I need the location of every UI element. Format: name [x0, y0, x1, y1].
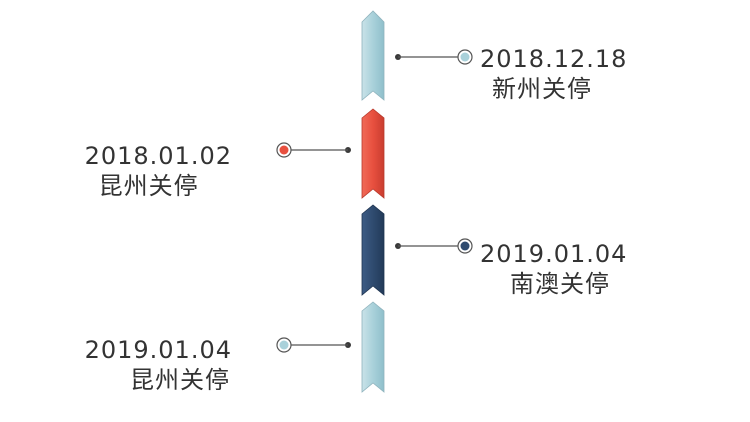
event-label-4: 2019.01.04 昆州关停	[85, 335, 232, 395]
event-date: 2018.01.02	[84, 142, 232, 170]
event-date: 2018.12.18	[480, 45, 628, 73]
connector-4	[276, 337, 351, 353]
connector-1	[395, 49, 473, 65]
event-label-3: 2019.01.04 南澳关停	[480, 239, 627, 299]
segment-1	[361, 10, 385, 101]
connector-3	[395, 238, 473, 254]
event-place: 南澳关停	[510, 270, 610, 298]
connector-2	[276, 142, 351, 158]
event-place: 新州关停	[492, 75, 592, 103]
segment-3	[361, 204, 385, 296]
segment-4	[361, 301, 385, 393]
timeline-bar	[361, 10, 385, 393]
event-date: 2019.01.04	[480, 240, 628, 268]
segment-2	[361, 108, 385, 199]
event-place: 昆州关停	[130, 366, 230, 394]
event-label-2: 2018.01.02 昆州关停	[85, 141, 232, 201]
event-date: 2019.01.04	[84, 336, 232, 364]
event-label-1: 2018.12.18 新州关停	[480, 44, 627, 104]
event-place: 昆州关停	[98, 172, 199, 200]
